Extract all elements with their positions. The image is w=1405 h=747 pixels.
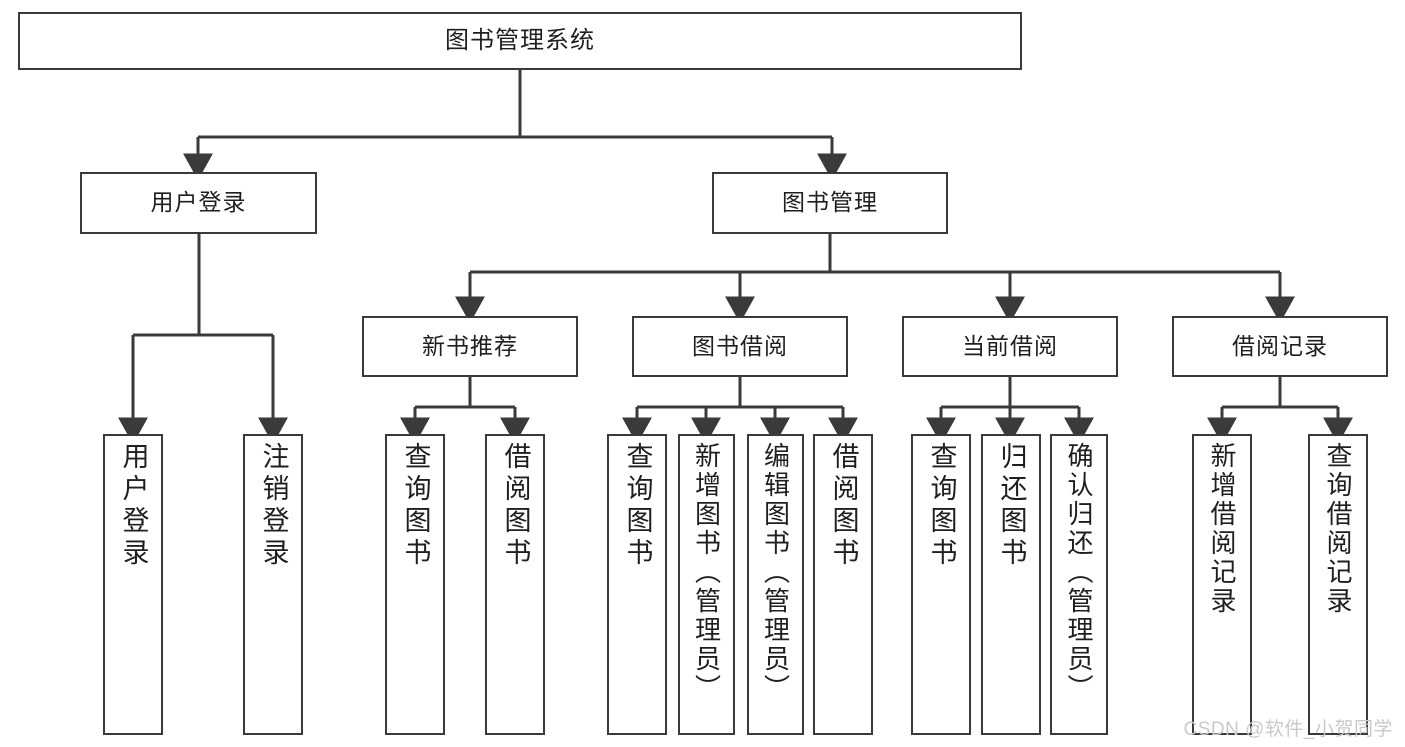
node-label: 查询图书 — [622, 442, 653, 570]
node-label: 借阅图书 — [828, 442, 859, 570]
node-label: 图书管理系统 — [445, 26, 595, 54]
leaf-current-query-book[interactable]: 查询图书 — [911, 434, 971, 735]
node-label: 确认归还（管理员） — [1064, 442, 1094, 703]
node-root-system[interactable]: 图书管理系统 — [18, 12, 1022, 70]
node-label: 新增借阅记录 — [1207, 442, 1237, 616]
node-label: 用户登录 — [150, 189, 247, 216]
node-label: 新书推荐 — [422, 332, 518, 359]
leaf-user-login-login[interactable]: 用户登录 — [103, 434, 163, 735]
leaf-record-query-record[interactable]: 查询借阅记录 — [1308, 434, 1368, 735]
leaf-user-login-logout[interactable]: 注销登录 — [243, 434, 303, 735]
leaf-recommend-borrow-book[interactable]: 借阅图书 — [485, 434, 545, 735]
leaf-current-return-book[interactable]: 归还图书 — [981, 434, 1041, 735]
node-label: 查询图书 — [400, 442, 431, 570]
node-book-management[interactable]: 图书管理 — [712, 172, 948, 234]
node-label: 查询借阅记录 — [1323, 442, 1353, 616]
node-user-login[interactable]: 用户登录 — [80, 172, 317, 234]
node-label: 查询图书 — [926, 442, 957, 570]
node-label: 新增图书（管理员） — [691, 442, 722, 703]
node-new-book-recommend[interactable]: 新书推荐 — [362, 316, 578, 377]
node-label: 编辑图书（管理员） — [760, 442, 791, 703]
node-current-borrow[interactable]: 当前借阅 — [902, 316, 1118, 377]
node-borrow-record[interactable]: 借阅记录 — [1172, 316, 1388, 377]
node-label: 注销登录 — [258, 442, 289, 570]
leaf-borrow-borrow-book[interactable]: 借阅图书 — [813, 434, 873, 735]
leaf-borrow-add-book-admin[interactable]: 新增图书（管理员） — [678, 434, 735, 735]
leaf-record-add-record[interactable]: 新增借阅记录 — [1192, 434, 1252, 735]
leaf-borrow-edit-book-admin[interactable]: 编辑图书（管理员） — [747, 434, 804, 735]
leaf-current-confirm-return-admin[interactable]: 确认归还（管理员） — [1050, 434, 1108, 735]
node-label: 归还图书 — [996, 442, 1027, 570]
node-book-borrow[interactable]: 图书借阅 — [632, 316, 848, 377]
leaf-recommend-query-book[interactable]: 查询图书 — [385, 434, 445, 735]
node-label: 用户登录 — [118, 442, 149, 570]
node-label: 借阅图书 — [500, 442, 531, 570]
leaf-borrow-query-book[interactable]: 查询图书 — [607, 434, 667, 735]
node-label: 借阅记录 — [1232, 332, 1328, 359]
node-label: 图书借阅 — [692, 332, 788, 359]
node-label: 图书管理 — [782, 189, 878, 216]
node-label: 当前借阅 — [962, 332, 1058, 359]
